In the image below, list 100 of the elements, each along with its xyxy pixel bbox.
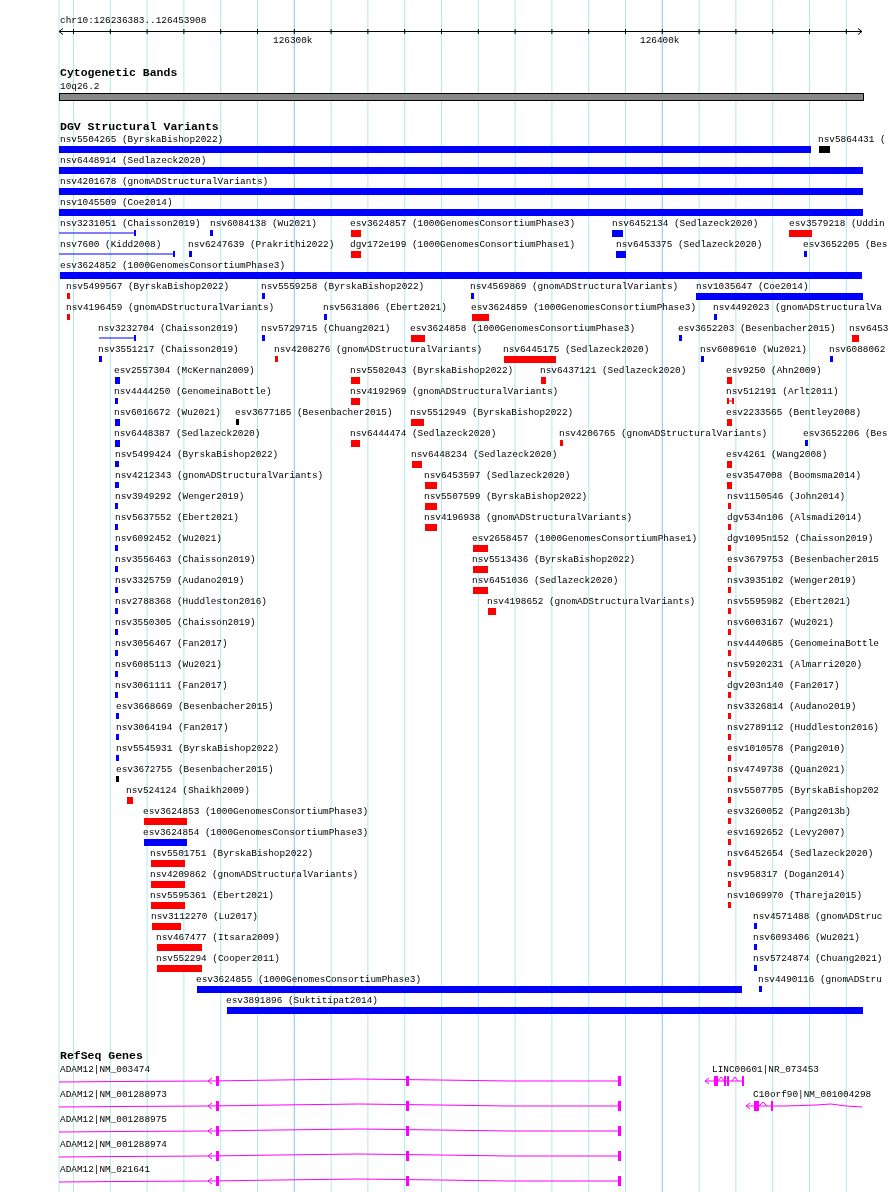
variant-label: esv3624859 (1000GenomesConsortiumPhase3): [471, 302, 697, 313]
variant-label: esv3624853 (1000GenomesConsortiumPhase3): [143, 806, 369, 817]
variant-label: nsv4212343 (gnomADStructuralVariants): [115, 470, 324, 481]
variant-label: nsv6453375 (Sedlazeck2020): [616, 239, 763, 250]
variant-label: nsv5545931 (ByrskaBishop2022): [116, 743, 280, 754]
variant-label: nsv6444474 (Sedlazeck2020): [350, 428, 497, 439]
scale-label: 126400k: [640, 35, 680, 46]
gene-label: C10orf90|NM_001004298: [753, 1089, 872, 1100]
variant-label: esv3547008 (Boomsma2014): [726, 470, 862, 481]
variant-label: esv3652205 (Bes: [803, 239, 888, 250]
variant-label: nsv1035647 (Coe2014): [696, 281, 810, 292]
variant-label: nsv4571488 (gnomADStruc: [753, 911, 883, 922]
variant-label: nsv6088062: [829, 344, 886, 355]
variant-label: dgv534n106 (Alsmadi2014): [727, 512, 863, 523]
variant-label: nsv6437121 (Sedlazeck2020): [540, 365, 687, 376]
variant-label: esv3668669 (Besenbacher2015): [116, 701, 274, 712]
variant-label: nsv3935102 (Wenger2019): [727, 575, 857, 586]
variant-label: nsv3064194 (Fan2017): [116, 722, 229, 733]
variant-label: nsv4440685 (GenomeinaBottle: [727, 638, 879, 649]
variant-label: esv3624852 (1000GenomesConsortiumPhase3): [60, 260, 287, 271]
gene-label: ADAM12|NM_003474: [60, 1064, 151, 1075]
variant-label: nsv4192969 (gnomADStructuralVariants): [350, 386, 559, 397]
variant-label: esv3579218 (Uddin: [789, 218, 885, 229]
variant-label: nsv6089610 (Wu2021): [700, 344, 807, 355]
variant-label: nsv3056467 (Fan2017): [115, 638, 228, 649]
variant-label: nsv3551217 (Chaisson2019): [98, 344, 239, 355]
variant-label: nsv512191 (Arlt2011): [726, 386, 839, 397]
variant-label: nsv552294 (Cooper2011): [156, 953, 280, 964]
variant-label: nsv4198652 (gnomADStructuralVariants): [487, 596, 696, 607]
variant-label: nsv3061111 (Fan2017): [115, 680, 228, 691]
variant-label: nsv958317 (Dogan2014): [727, 869, 846, 880]
variant-label: nsv6448234 (Sedlazeck2020): [411, 449, 558, 460]
variant-label: nsv5559258 (ByrskaBishop2022): [261, 281, 425, 292]
gene-label: ADAM12|NM_021641: [60, 1164, 151, 1175]
variant-label: nsv6093406 (Wu2021): [753, 932, 860, 943]
variant-label: nsv5502043 (ByrskaBishop2022): [350, 365, 514, 376]
variant-label: nsv3231051 (Chaisson2019): [60, 218, 201, 229]
variant-label: nsv4206765 (gnomADStructuralVariants): [559, 428, 768, 439]
variant-label: nsv6092452 (Wu2021): [115, 533, 222, 544]
variant-label: nsv6448387 (Sedlazeck2020): [114, 428, 261, 439]
variant-label: nsv2789112 (Huddleston2016): [727, 722, 879, 733]
variant-label: nsv6084138 (Wu2021): [210, 218, 317, 229]
variant-label: nsv5595361 (Ebert2021): [150, 890, 274, 901]
variant-label: nsv4201678 (gnomADStructuralVariants): [60, 176, 270, 187]
variant-label: nsv5504265 (ByrskaBishop2022): [60, 134, 225, 145]
variant-label: nsv5513436 (ByrskaBishop2022): [472, 554, 636, 565]
variant-label: nsv3326814 (Audano2019): [727, 701, 857, 712]
variant-label: nsv6448914 (Sedlazeck2020): [60, 155, 208, 166]
variant-label: nsv6453597 (Sedlazeck2020): [424, 470, 571, 481]
variant-label: nsv5595982 (Ebert2021): [727, 596, 851, 607]
variant-label: nsv6085113 (Wu2021): [115, 659, 222, 670]
variant-label: nsv3232704 (Chaisson2019): [98, 323, 239, 334]
variant-label: nsv2788368 (Huddleston2016): [115, 596, 267, 607]
variant-label: nsv6003167 (Wu2021): [727, 617, 834, 628]
variant-label: esv4261 (Wang2008): [726, 449, 828, 460]
variant-label: esv2557304 (McKernan2009): [114, 365, 255, 376]
gene-label: LINC00601|NR_073453: [712, 1064, 819, 1075]
variant-label: nsv3949292 (Wenger2019): [115, 491, 245, 502]
variant-label: nsv5499424 (ByrskaBishop2022): [115, 449, 279, 460]
variant-label: nsv6247639 (Prakrithi2022): [188, 239, 335, 250]
variant-label: nsv6016672 (Wu2021): [114, 407, 221, 418]
track-title: DGV Structural Variants: [60, 121, 219, 133]
variant-label: nsv3112270 (Lu2017): [151, 911, 258, 922]
position-label: chr10:126236383..126453908: [60, 15, 207, 26]
variant-label: nsv4196459 (gnomADStructuralVariants): [66, 302, 275, 313]
variant-label: esv3652203 (Besenbacher2015): [678, 323, 836, 334]
track-title: RefSeq Genes: [60, 1050, 143, 1062]
scale-label: 126300k: [273, 35, 313, 46]
variant-label: esv3672755 (Besenbacher2015): [116, 764, 274, 775]
variant-label: nsv6445175 (Sedlazeck2020): [503, 344, 650, 355]
variant-label: nsv5724874 (Chuang2021): [753, 953, 883, 964]
band-label: 10q26.2: [60, 81, 101, 92]
variant-label: nsv5631806 (Ebert2021): [323, 302, 447, 313]
variant-label: nsv4208276 (gnomADStructuralVariants): [274, 344, 483, 355]
variant-label: esv3260052 (Pang2013b): [727, 806, 851, 817]
variant-label: dgv1095n152 (Chaisson2019): [727, 533, 874, 544]
variant-label: esv3624857 (1000GenomesConsortiumPhase3): [350, 218, 576, 229]
variant-label: nsv3325759 (Audano2019): [115, 575, 245, 586]
variant-label: nsv6453: [849, 323, 889, 334]
variant-label: nsv4444250 (GenomeinaBottle): [114, 386, 272, 397]
variant-label: esv3652206 (Bes: [803, 428, 888, 439]
variant-label: esv3624858 (1000GenomesConsortiumPhase3): [410, 323, 636, 334]
variant-label: nsv6452654 (Sedlazeck2020): [727, 848, 874, 859]
variant-label: esv1692652 (Levy2007): [727, 827, 846, 838]
gene-label: ADAM12|NM_001288975: [60, 1114, 168, 1125]
variant-label: nsv467477 (Itsara2009): [156, 932, 280, 943]
variant-label: nsv4492023 (gnomADStructuralVa: [713, 302, 882, 313]
variant-label: nsv4196938 (gnomADStructuralVariants): [424, 512, 633, 523]
variant-label: esv9250 (Ahn2009): [726, 365, 822, 376]
variant-label: nsv3556463 (Chaisson2019): [115, 554, 256, 565]
variant-label: nsv4209862 (gnomADStructuralVariants): [150, 869, 359, 880]
variant-label: esv3624854 (1000GenomesConsortiumPhase3): [143, 827, 369, 838]
variant-label: esv3677185 (Besenbacher2015): [235, 407, 393, 418]
variant-label: nsv5499567 (ByrskaBishop2022): [66, 281, 230, 292]
variant-label: nsv524124 (Shaikh2009): [126, 785, 250, 796]
variant-label: dgv172e199 (1000GenomesConsortiumPhase1): [350, 239, 576, 250]
variant-label: nsv5507705 (ByrskaBishop202: [727, 785, 879, 796]
variant-label: nsv5920231 (Almarri2020): [727, 659, 863, 670]
variant-label: esv3679753 (Besenbacher2015: [727, 554, 879, 565]
variant-label: nsv5512949 (ByrskaBishop2022): [410, 407, 574, 418]
